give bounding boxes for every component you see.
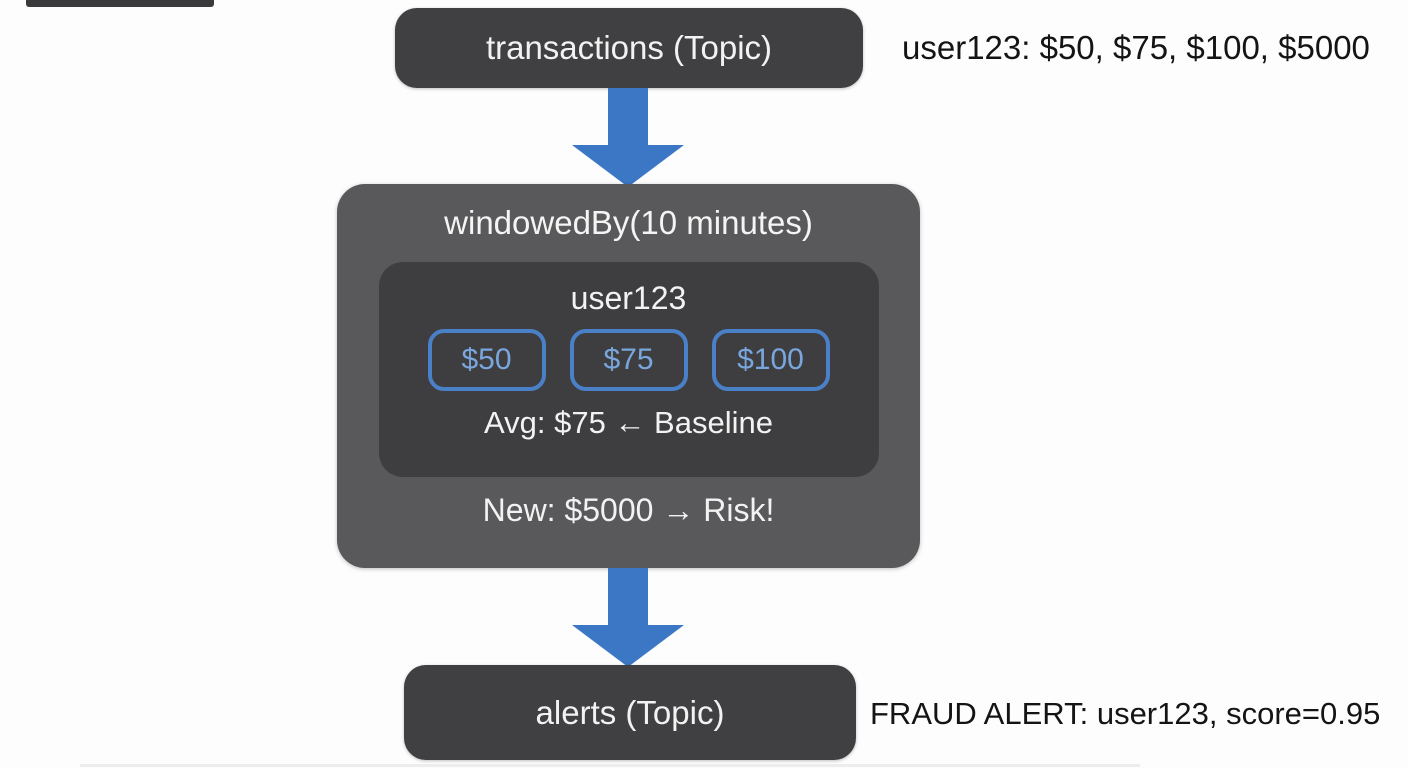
arrow-shaft [608,88,648,145]
arrow-shaft [608,568,648,625]
arrow-head [572,625,684,667]
source-topic-label: transactions (Topic) [485,29,773,66]
arrow-down-icon [572,88,684,187]
session-user-label: user123 [570,280,687,316]
amount-chip: $100 [711,329,830,391]
source-topic-node: transactions (Topic) [395,8,863,88]
sink-topic-label: alerts (Topic) [535,693,725,731]
amount-chip: $75 [569,329,688,391]
new-event-risk-label: New: $5000 → Risk! [482,492,775,528]
window-operator-title: windowedBy(10 minutes) [444,204,813,241]
sink-topic-node: alerts (Topic) [404,665,856,760]
input-annotation: user123: $50, $75, $100, $5000 [902,29,1370,66]
window-operator-node: windowedBy(10 minutes) user123 $50 $75 $… [337,184,920,568]
arrow-down-icon [572,568,684,667]
bottom-artifact-line [80,764,1140,767]
session-card: user123 $50 $75 $100 Avg: $75 ← Baseline [378,262,879,477]
output-annotation: FRAUD ALERT: user123, score=0.95 [870,696,1381,731]
top-left-artifact-bar [26,0,214,7]
arrow-head [572,145,684,187]
baseline-label: Avg: $75 ← Baseline [484,405,773,440]
amount-chip-row: $50 $75 $100 [427,329,830,391]
amount-chip: $50 [427,329,546,391]
